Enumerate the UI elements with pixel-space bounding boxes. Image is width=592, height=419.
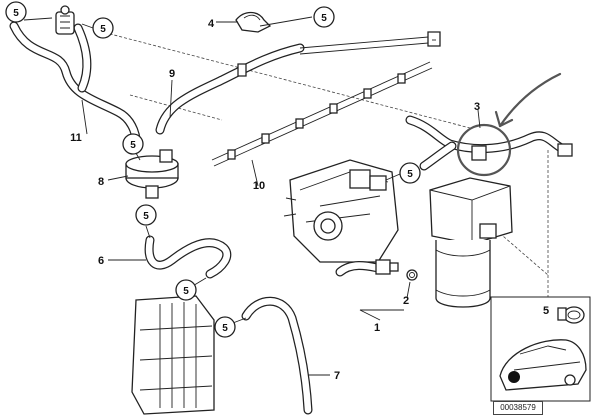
callout-5: 5 (313, 6, 335, 28)
return-line-10 (211, 61, 433, 167)
callout-5: 5 (175, 279, 197, 301)
svg-text:5: 5 (100, 24, 106, 35)
svg-text:5: 5 (222, 323, 228, 334)
callouts: 5 5 5 5 5 5 5 5 5 5 (5, 1, 421, 338)
svg-text:5: 5 (13, 8, 19, 19)
seal-2 (406, 269, 418, 281)
label-7: 7 (334, 370, 340, 382)
high-pressure-pump (283, 159, 399, 263)
callout-5: 5 (399, 162, 421, 184)
label-9: 9 (169, 68, 175, 80)
svg-text:5: 5 (321, 13, 327, 24)
hose-6 (144, 235, 232, 279)
fuel-filter (429, 177, 513, 308)
clamp-icon (557, 306, 585, 324)
callout-5: 5 (5, 1, 27, 23)
label-6: 6 (98, 255, 104, 267)
callout-5: 5 (214, 316, 236, 338)
callout-5: 5 (135, 204, 157, 226)
hose-assembly-11 (9, 5, 141, 153)
label-3: 3 (474, 101, 480, 113)
callout-5: 5 (92, 17, 114, 39)
label-1: 1 (374, 322, 380, 334)
label-10: 10 (253, 180, 265, 192)
svg-text:5: 5 (183, 286, 189, 297)
cooler-block (131, 295, 215, 415)
clip-4 (235, 11, 272, 33)
inset-label: 5 (543, 305, 549, 317)
svg-text:5: 5 (130, 140, 136, 151)
callout-5: 5 (122, 133, 144, 155)
fuel-line-3 (405, 115, 573, 171)
valve-8 (125, 149, 179, 199)
label-2: 2 (403, 295, 409, 307)
label-4: 4 (208, 18, 215, 30)
car-silhouette-icon (499, 339, 587, 391)
svg-text:5: 5 (407, 169, 413, 180)
hose-7 (241, 296, 313, 415)
highlight-annotation (456, 72, 562, 177)
reference-code: 00038579 (493, 401, 543, 415)
label-11: 11 (70, 132, 82, 144)
label-8: 8 (98, 176, 104, 188)
hose-1 (335, 259, 399, 277)
part-labels: 1 2 3 4 6 7 8 9 10 11 5 (70, 18, 549, 382)
inset-panel (490, 296, 591, 402)
svg-text:5: 5 (143, 211, 149, 222)
